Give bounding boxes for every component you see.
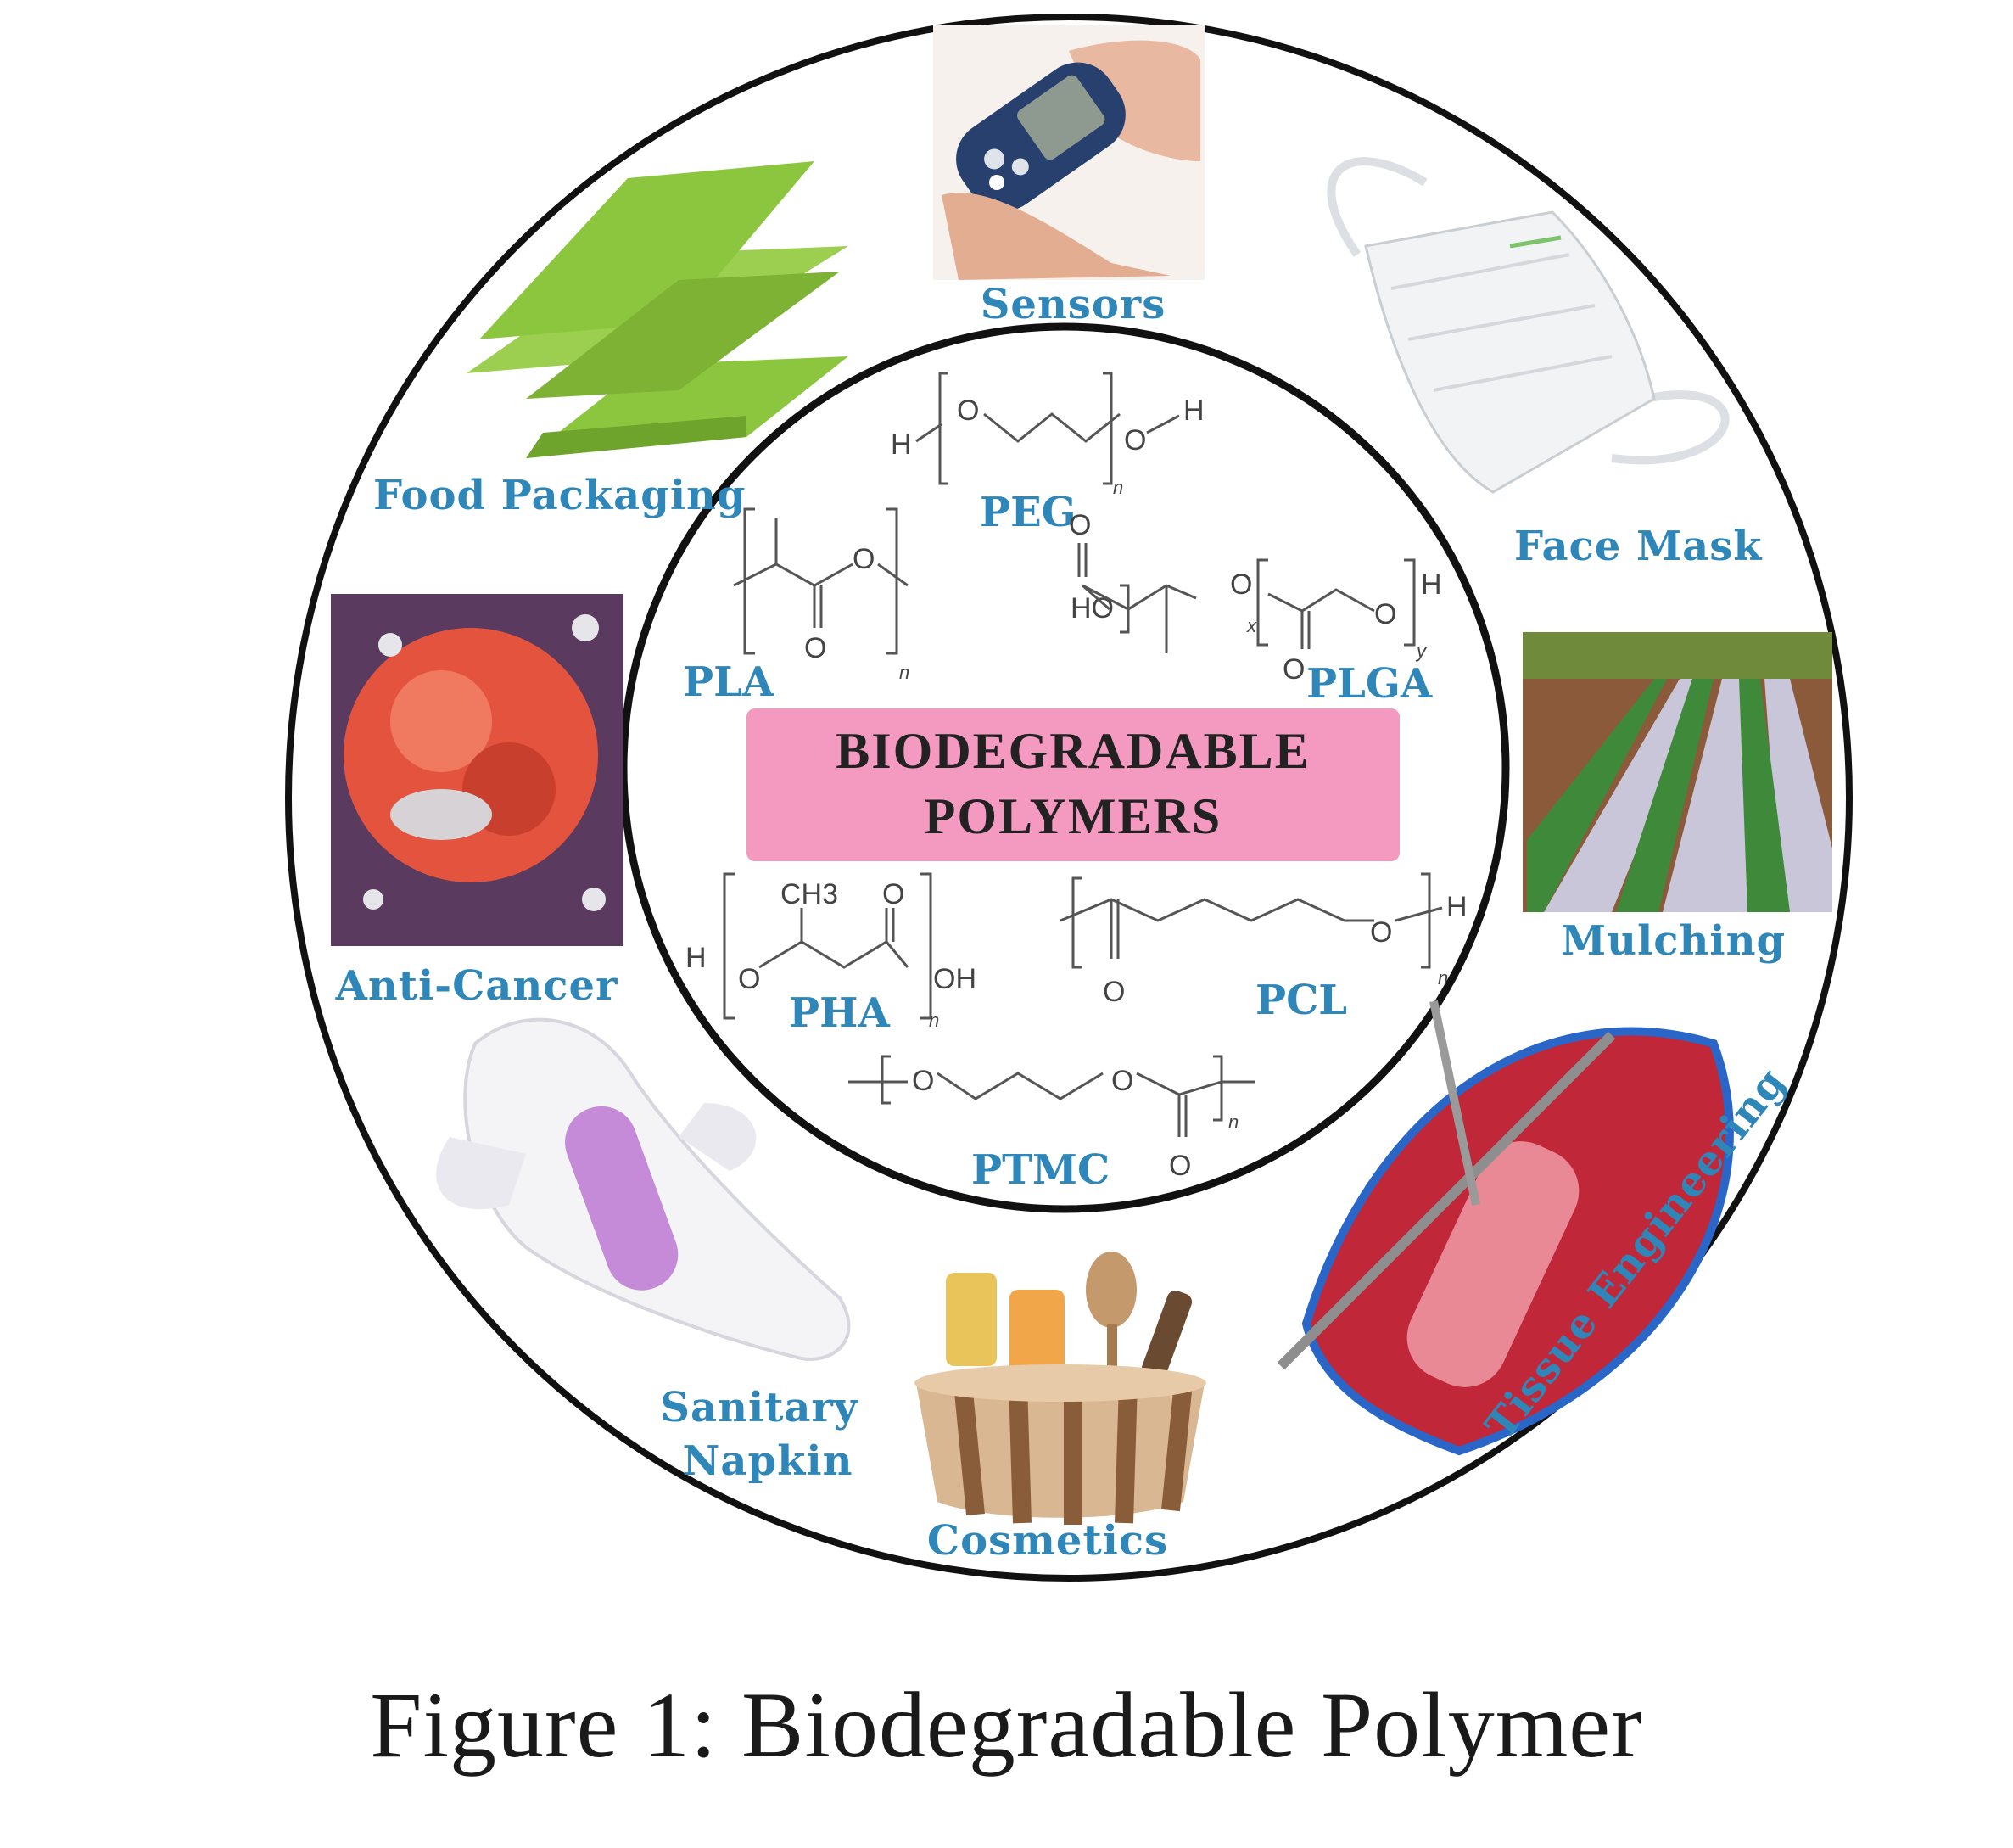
svg-text:n: n [1438, 967, 1448, 988]
ptmc-structure: O O O n [848, 1055, 1255, 1182]
plga-label: PLGA [1306, 660, 1433, 708]
pcl-label: PCL [1255, 977, 1347, 1024]
svg-text:n: n [1113, 477, 1123, 498]
sanitary-napkin-label-line2: Napkin [683, 1437, 853, 1485]
peg-label: PEG [980, 489, 1076, 536]
svg-text:n: n [1228, 1112, 1239, 1133]
svg-text:O: O [853, 543, 875, 575]
svg-text:H: H [1183, 395, 1205, 427]
svg-text:n: n [899, 662, 909, 683]
svg-text:O: O [1230, 568, 1252, 601]
sensors-label: Sensors [981, 281, 1166, 328]
pha-structure: H O CH3 O OH n [685, 872, 976, 1031]
svg-text:O: O [1069, 509, 1091, 541]
anti-cancer-label: Anti-Cancer [335, 962, 618, 1010]
glucose-meter-image [933, 25, 1205, 280]
svg-text:O: O [957, 395, 979, 427]
svg-text:O: O [1374, 598, 1396, 630]
mulching-field-image [1523, 632, 1832, 912]
svg-text:H: H [685, 942, 707, 974]
sanitary-napkin-label-line1: Sanitary [660, 1384, 858, 1431]
figure-caption: Figure 1: Biodegradable Polymer [370, 1673, 1643, 1777]
svg-text:O: O [1124, 424, 1146, 456]
mulching-label: Mulching [1561, 917, 1786, 965]
face-mask-label: Face Mask [1514, 523, 1763, 570]
tissue-engineering-image [1277, 1000, 1734, 1456]
svg-text:O: O [1111, 1065, 1133, 1097]
center-title-line2: POLYMERS [925, 788, 1222, 844]
food-packaging-image [467, 161, 848, 458]
svg-text:x: x [1246, 615, 1257, 636]
face-mask-image [1327, 157, 1730, 494]
svg-text:y: y [1415, 641, 1428, 662]
pla-label: PLA [683, 658, 774, 706]
svg-text:O: O [804, 632, 826, 664]
svg-text:O: O [882, 878, 904, 910]
svg-text:O: O [912, 1065, 934, 1097]
cosmetics-basket-image [914, 1252, 1206, 1525]
peg-structure: H O n O H [891, 372, 1205, 498]
svg-text:O: O [1283, 653, 1305, 686]
cancer-cell-image [331, 594, 623, 946]
svg-text:H: H [891, 428, 912, 461]
food-packaging-label: Food Packaging [373, 472, 746, 519]
svg-text:n: n [929, 1010, 939, 1031]
pla-structure: O O n [733, 507, 909, 683]
svg-text:CH3: CH3 [780, 878, 838, 910]
pha-label: PHA [789, 989, 890, 1037]
svg-text:H: H [1421, 568, 1442, 601]
svg-text:H: H [1446, 891, 1468, 923]
outer-ring [285, 14, 1853, 1582]
pcl-structure: O O n H [1060, 872, 1468, 1008]
svg-text:O: O [1103, 976, 1125, 1008]
svg-text:O: O [1370, 916, 1392, 949]
center-title-line1: BIODEGRADABLE [836, 723, 1310, 779]
cosmetics-label: Cosmetics [927, 1517, 1168, 1565]
plga-structure: O HO O x O O y H [1069, 509, 1442, 686]
center-title-box [746, 708, 1400, 861]
svg-text:OH: OH [933, 963, 976, 995]
svg-text:O: O [1169, 1150, 1191, 1182]
svg-text:O: O [738, 963, 760, 995]
sanitary-napkin-image [436, 1017, 851, 1361]
ptmc-label: PTMC [971, 1146, 1110, 1194]
